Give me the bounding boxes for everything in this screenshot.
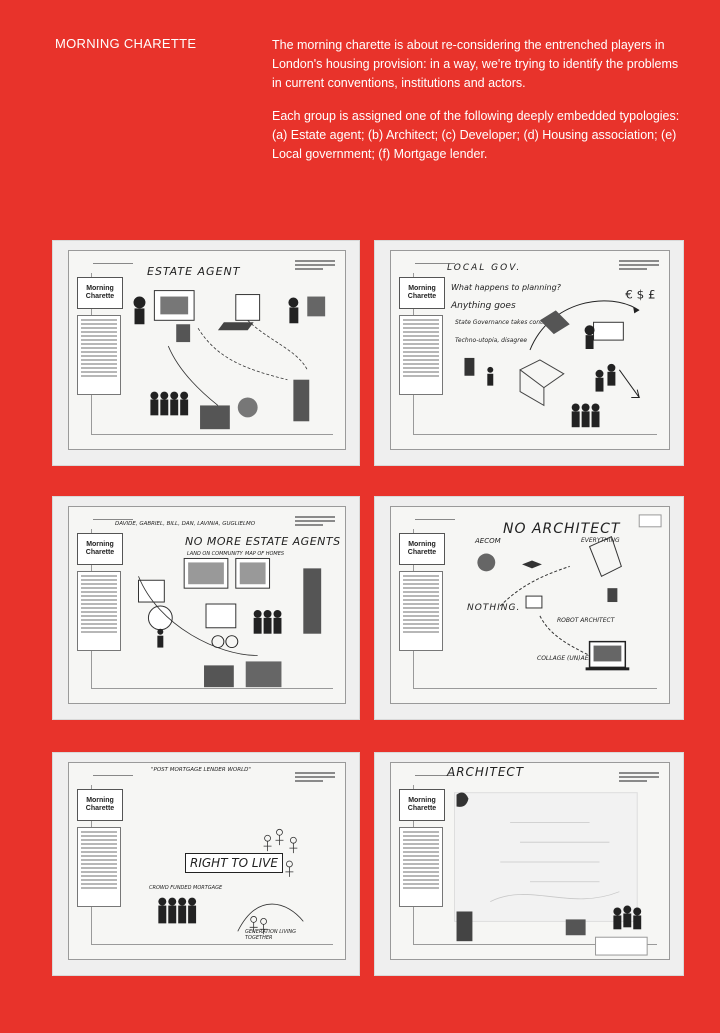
sketch-drawing bbox=[133, 290, 326, 430]
name-line bbox=[415, 263, 455, 264]
header-mark bbox=[295, 772, 335, 782]
name-line bbox=[93, 775, 133, 776]
logo-box: Morning Charette bbox=[399, 277, 445, 309]
board-frame: Morning Charette ARCHITECT bbox=[390, 762, 670, 960]
name-line bbox=[415, 775, 455, 776]
text-block bbox=[399, 827, 443, 907]
board-note: EVERYTHING bbox=[581, 537, 620, 544]
text-block bbox=[399, 315, 443, 395]
board-note: Techno-utopia, disagree bbox=[455, 337, 528, 344]
board-title: ESTATE AGENT bbox=[147, 265, 241, 278]
name-line bbox=[93, 263, 133, 264]
board-frame: Morning Charette DAVIDE, GABRIEL, BILL, … bbox=[68, 506, 346, 704]
sketch-drawing bbox=[138, 557, 322, 688]
board-photo-estate-agent: Morning Charette ESTATE AGENT bbox=[52, 240, 360, 466]
board-note: ROBOT ARCHITECT bbox=[557, 617, 615, 624]
board-photo-right-to-live: Morning Charette "POST MORTGAGE LENDER W… bbox=[52, 752, 360, 976]
sketch-drawing: € $ £ bbox=[464, 288, 656, 428]
board-title: NO ARCHITECT bbox=[503, 521, 621, 537]
name-line bbox=[415, 519, 455, 520]
logo-box: Morning Charette bbox=[77, 789, 123, 821]
header-mark bbox=[619, 772, 659, 782]
sketch-drawing bbox=[158, 828, 304, 935]
svg-text:€ $ £: € $ £ bbox=[625, 288, 655, 302]
logo-box: Morning Charette bbox=[77, 277, 123, 309]
board-title: RIGHT TO LIVE bbox=[185, 853, 283, 873]
logo-box: Morning Charette bbox=[399, 533, 445, 565]
intro-paragraph-2: Each group is assigned one of the follow… bbox=[272, 109, 680, 161]
board-photo-local-government: Morning Charette LOCAL GOV. What happens… bbox=[374, 240, 684, 466]
board-frame: Morning Charette NO ARCHITECT AECOM EVER… bbox=[390, 506, 670, 704]
logo-box: Morning Charette bbox=[399, 789, 445, 821]
board-note: MAP OF HOMES bbox=[245, 551, 285, 557]
intro-text: The morning charette is about re-conside… bbox=[272, 36, 687, 178]
header-mark bbox=[619, 260, 659, 270]
board-note: Anything goes bbox=[451, 301, 516, 311]
board-title: ARCHITECT bbox=[447, 765, 525, 779]
logo-box: Morning Charette bbox=[77, 533, 123, 565]
board-note: DAVIDE, GABRIEL, BILL, DAN, LAVINIA, GUG… bbox=[115, 521, 256, 527]
board-note: CROWD FUNDED MORTGAGE bbox=[149, 885, 223, 891]
board-note: COLLAGE (UN)AESTHETICS bbox=[537, 655, 618, 662]
header-mark bbox=[295, 516, 335, 526]
text-block bbox=[77, 315, 121, 395]
text-block bbox=[77, 571, 121, 651]
board-photo-no-architect: Morning Charette NO ARCHITECT AECOM EVER… bbox=[374, 496, 684, 720]
board-note: NOTHING. bbox=[467, 603, 521, 613]
board-photo-no-more-estate-agents: Morning Charette DAVIDE, GABRIEL, BILL, … bbox=[52, 496, 360, 720]
sketch-drawing bbox=[477, 514, 662, 671]
board-title: LOCAL GOV. bbox=[447, 263, 522, 273]
board-note: What happens to planning? bbox=[451, 283, 561, 292]
text-block bbox=[77, 827, 121, 907]
board-note: LAND ON COMMUNITY bbox=[187, 551, 243, 557]
board-note: "POST MORTGAGE LENDER WORLD" bbox=[151, 767, 251, 773]
sketch-drawing bbox=[454, 792, 648, 956]
text-block bbox=[399, 571, 443, 651]
intro-paragraph-1: The morning charette is about re-conside… bbox=[272, 38, 679, 90]
board-frame: Morning Charette ESTATE AGENT bbox=[68, 250, 346, 450]
board-title: NO MORE ESTATE AGENTS bbox=[185, 535, 341, 548]
board-frame: Morning Charette "POST MORTGAGE LENDER W… bbox=[68, 762, 346, 960]
board-note: AECOM bbox=[475, 537, 501, 545]
board-note: State Governance takes control bbox=[455, 319, 551, 326]
board-note: GENERATION LIVING TOGETHER bbox=[245, 929, 297, 941]
board-frame: Morning Charette LOCAL GOV. What happens… bbox=[390, 250, 670, 450]
board-photo-architect: Morning Charette ARCHITECT bbox=[374, 752, 684, 976]
header-mark bbox=[295, 260, 335, 270]
section-title: MORNING CHARETTE bbox=[55, 36, 197, 51]
name-line bbox=[93, 519, 133, 520]
